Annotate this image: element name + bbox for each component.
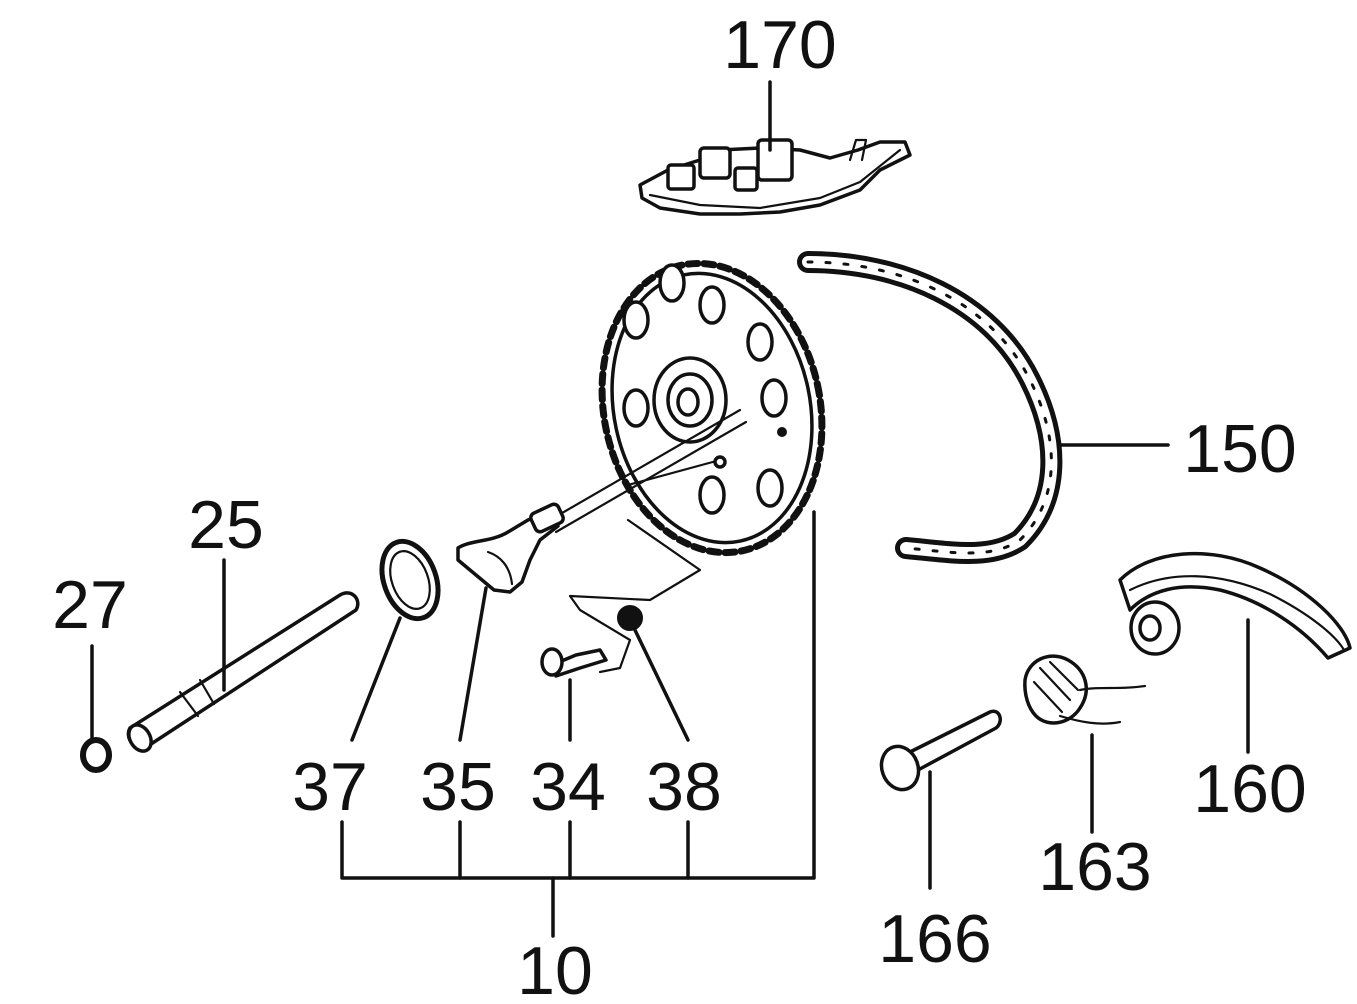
- chain-guide-170: [638, 138, 912, 216]
- part-labels: 170 150 25 27 37 35 34 38 10 160 163 166: [52, 7, 1307, 1004]
- tensioner-arm-160: [1118, 551, 1352, 660]
- label-25: 25: [188, 487, 264, 563]
- label-160: 160: [1193, 751, 1306, 827]
- timing-chain-150: [797, 251, 1063, 564]
- label-37: 37: [292, 749, 368, 825]
- label-166: 166: [878, 901, 991, 977]
- seal-37: [379, 538, 441, 622]
- decomp-arm-35: [456, 502, 565, 594]
- label-35: 35: [420, 749, 496, 825]
- label-38: 38: [646, 749, 722, 825]
- label-163: 163: [1038, 829, 1151, 905]
- pin-34: [540, 647, 608, 678]
- label-27: 27: [52, 567, 128, 643]
- tensioner-spring-163: [1023, 654, 1147, 725]
- spring-38: [568, 518, 702, 674]
- label-10: 10: [517, 933, 593, 1004]
- label-150: 150: [1183, 411, 1296, 487]
- washer-27: [80, 737, 112, 773]
- pivot-bolt-166: [879, 709, 1002, 792]
- decomp-shaft: [548, 408, 748, 534]
- cam-sprocket: [598, 259, 826, 557]
- label-170: 170: [723, 7, 836, 83]
- shaft-25: [126, 591, 360, 753]
- label-34: 34: [530, 749, 606, 825]
- leader-lines: [90, 80, 1250, 938]
